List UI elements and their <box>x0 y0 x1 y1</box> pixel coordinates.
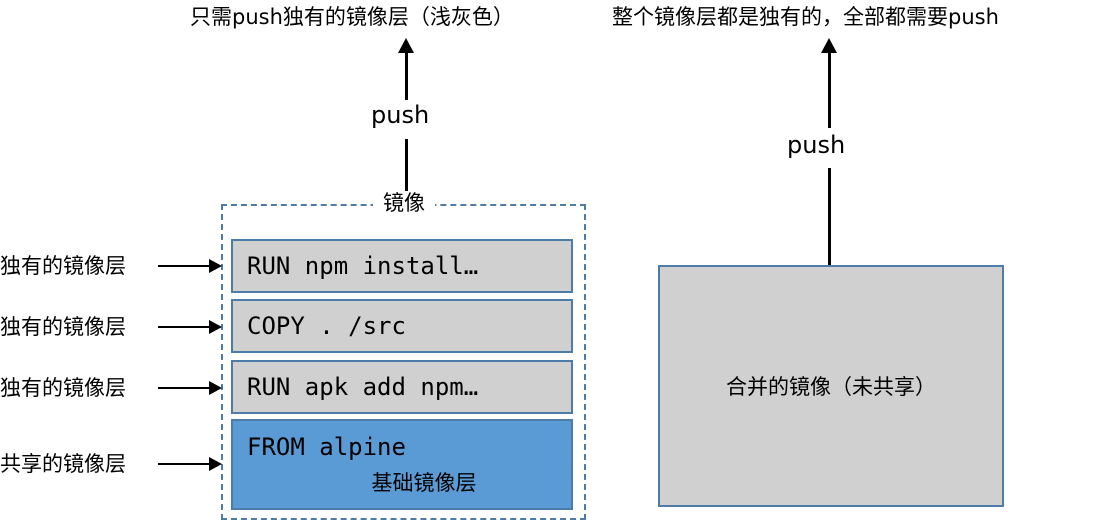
side-label-unique-layer-2: 独有的镜像层 <box>0 315 126 339</box>
base-layer-sublabel: 基础镜像层 <box>371 470 477 495</box>
side-label-unique-layer-1: 独有的镜像层 <box>0 254 126 278</box>
left-push-arrow-shaft-lower <box>405 139 408 196</box>
right-push-arrow-shaft-upper <box>828 52 831 128</box>
layer-code-text: RUN npm install… <box>247 252 479 280</box>
arrow-right-icon-2 <box>209 320 222 334</box>
side-label-shared-layer: 共享的镜像层 <box>0 452 126 476</box>
merged-image-box[interactable]: 合并的镜像（未共享） <box>658 265 1004 507</box>
right-caption: 整个镜像层都是独有的，全部都需要push <box>612 5 999 29</box>
layer-box-run-npm-install[interactable]: RUN npm install… <box>231 239 573 293</box>
layer-code-text: RUN apk add npm… <box>247 373 479 401</box>
merged-image-label: 合并的镜像（未共享） <box>726 375 936 399</box>
layer-box-from-alpine[interactable]: FROM alpine 基础镜像层 <box>231 419 573 510</box>
layer-code-text: FROM alpine <box>247 432 406 461</box>
image-container-title: 镜像 <box>373 191 435 215</box>
side-arrow-shaft-1 <box>158 265 210 267</box>
arrow-right-icon-1 <box>209 259 222 273</box>
right-push-arrow-shaft-lower <box>828 168 831 265</box>
side-arrow-shaft-3 <box>158 387 210 389</box>
layer-box-run-apk-add-npm[interactable]: RUN apk add npm… <box>231 360 573 414</box>
side-arrow-shaft-2 <box>158 326 210 328</box>
arrow-right-icon-3 <box>209 381 222 395</box>
layer-code-text: COPY . /src <box>247 312 406 340</box>
arrow-up-icon-left <box>398 38 414 53</box>
arrow-up-icon-right <box>821 38 837 53</box>
left-caption: 只需push独有的镜像层（浅灰色） <box>190 5 514 29</box>
side-arrow-shaft-4 <box>158 463 210 465</box>
layer-box-copy-src[interactable]: COPY . /src <box>231 299 573 353</box>
arrow-right-icon-4 <box>209 457 222 471</box>
left-push-label: push <box>371 101 430 129</box>
side-label-unique-layer-3: 独有的镜像层 <box>0 376 126 400</box>
left-push-arrow-shaft-upper <box>405 52 408 100</box>
right-push-label: push <box>787 131 846 159</box>
